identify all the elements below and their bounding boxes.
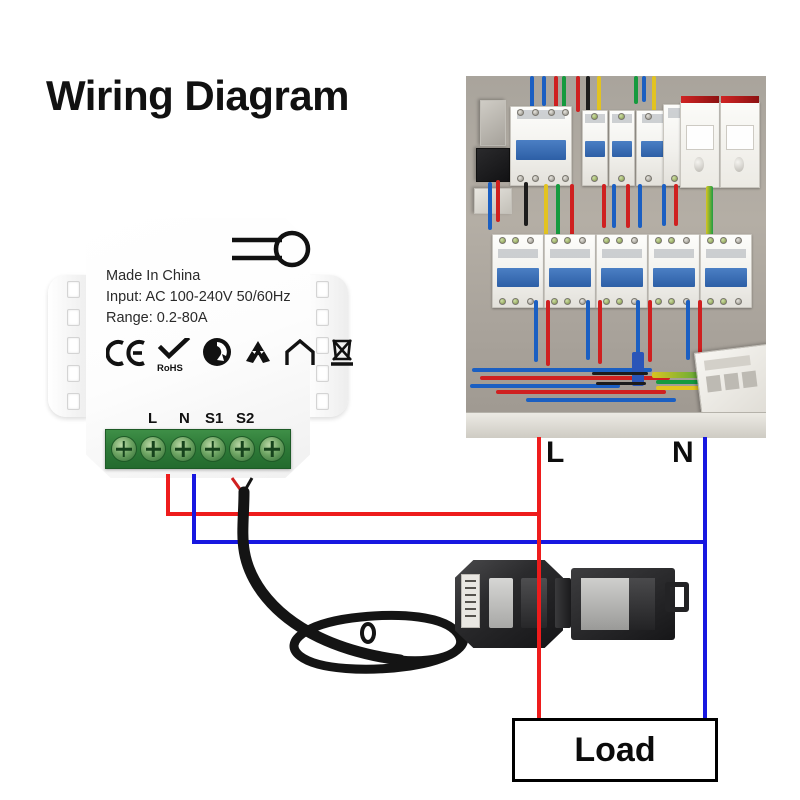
terminal-label-s2: S2 — [236, 410, 255, 427]
photo-breaker — [544, 234, 596, 308]
terminal-screw-2[interactable] — [140, 436, 167, 462]
certification-marks: RoHS — [105, 337, 357, 374]
neutral-label: N — [672, 436, 694, 469]
ct-clamp-hinge — [555, 578, 571, 628]
indoor-use-house-mark-icon — [284, 338, 316, 372]
weee-crossed-bin-mark-icon — [327, 337, 357, 372]
distribution-panel-photo — [466, 76, 766, 438]
live-main-bus-through-ct — [537, 556, 541, 721]
energy-meter-module: Made In China Input: AC 100-240V 50/60Hz… — [48, 218, 353, 478]
neutral-wire-drop — [192, 474, 196, 544]
rohs-mark-icon: RoHS — [157, 338, 191, 374]
photo-breaker — [510, 106, 572, 186]
terminal-screw-l[interactable] — [170, 436, 197, 462]
terminal-labels: L N S1 S2 — [86, 410, 310, 428]
terminal-label-s1: S1 — [205, 410, 224, 427]
relay-contact-symbol-icon — [230, 226, 318, 272]
photo-breaker — [648, 234, 700, 308]
photo-breaker — [582, 110, 608, 186]
terminal-label-n: N — [179, 410, 190, 427]
recycle-triangle-mark-icon — [243, 339, 273, 372]
page-title: Wiring Diagram — [46, 72, 350, 119]
photo-surge-protector — [720, 96, 760, 188]
module-spec-text: Made In China Input: AC 100-240V 50/60Hz… — [106, 266, 291, 329]
live-wire-drop — [166, 474, 170, 516]
terminal-screw-1[interactable] — [110, 436, 137, 462]
ct-clamp-current-transformer — [455, 556, 695, 654]
ce-mark-icon — [105, 339, 146, 372]
terminal-block — [105, 429, 291, 469]
range-spec-line: Range: 0.2-80A — [106, 310, 208, 326]
photo-breaker — [492, 234, 544, 308]
live-label: L — [546, 436, 565, 469]
terminal-screw-s1[interactable] — [229, 436, 256, 462]
mounting-wing-right — [306, 275, 348, 417]
terminal-label-l: L — [148, 410, 158, 427]
live-wire-run — [166, 512, 541, 516]
ct-clamp-latch — [665, 582, 689, 612]
load-box: Load — [512, 718, 718, 782]
mounting-wing-left — [48, 275, 90, 417]
neutral-main-bus — [703, 437, 707, 721]
terminal-screw-n[interactable] — [199, 436, 226, 462]
ct-clamp-jaw — [571, 568, 675, 640]
made-in-line: Made In China — [106, 268, 201, 284]
photo-surge-protector — [680, 96, 720, 188]
photo-breaker — [700, 234, 752, 308]
input-spec-line: Input: AC 100-240V 50/60Hz — [106, 289, 291, 305]
terminal-screw-s2[interactable] — [259, 436, 286, 462]
load-label: Load — [574, 730, 656, 769]
photo-breaker — [609, 110, 635, 186]
ct-clamp-label — [461, 574, 480, 628]
green-dot-recycle-mark-icon — [202, 337, 232, 372]
neutral-wire-run — [192, 540, 707, 544]
photo-breaker — [596, 234, 648, 308]
